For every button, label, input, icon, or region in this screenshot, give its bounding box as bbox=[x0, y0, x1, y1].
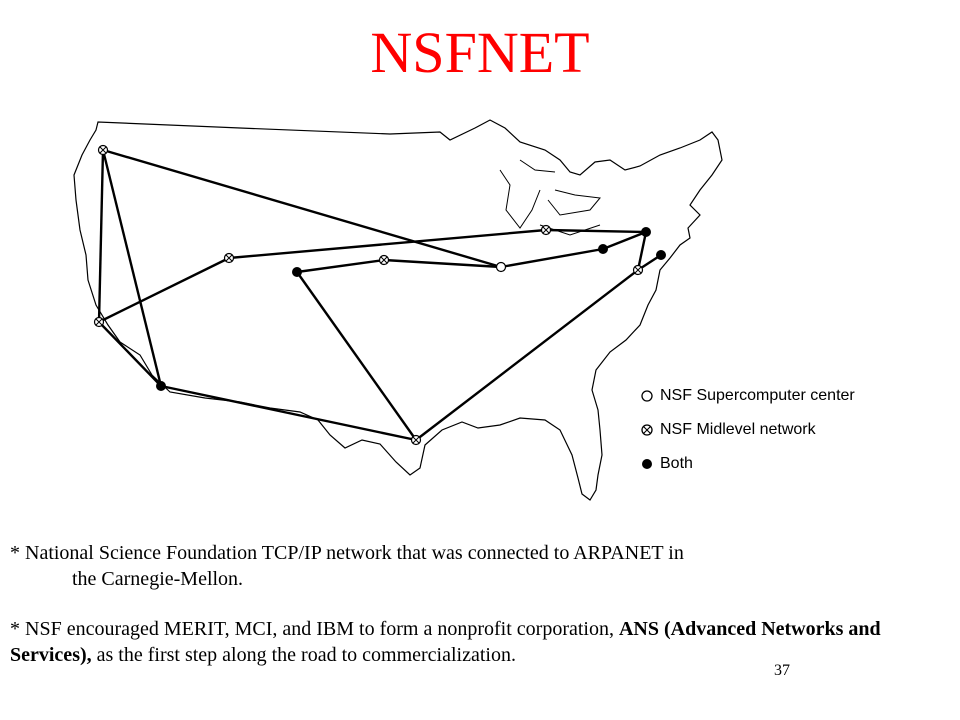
network-node-san-diego bbox=[156, 381, 166, 391]
network-link-palo-alto-san-diego bbox=[98, 321, 162, 387]
bullet-text-suffix: as the first step along the road to comm… bbox=[91, 644, 516, 666]
great-lakes bbox=[499, 159, 601, 236]
network-link-pittsburgh-ithaca bbox=[602, 230, 647, 251]
network-node-lincoln bbox=[378, 254, 390, 266]
open-circle-icon bbox=[641, 390, 653, 402]
legend-item-supercomputer: NSF Supercomputer center bbox=[640, 386, 940, 420]
network-link-salt-lake-ann-arbor bbox=[228, 228, 547, 260]
network-link-houston-college-park bbox=[415, 269, 639, 441]
bullet-line: * National Science Foundation TCP/IP net… bbox=[10, 542, 684, 564]
network-node-pittsburgh bbox=[598, 244, 608, 254]
network-link-seattle-san-diego bbox=[101, 149, 163, 387]
network-link-ithaca-college-park bbox=[636, 231, 648, 271]
network-node-princeton bbox=[656, 250, 666, 260]
network-link-ann-arbor-ithaca bbox=[545, 228, 647, 234]
network-node-college-park bbox=[632, 264, 644, 276]
network-link-palo-alto-salt-lake bbox=[98, 256, 230, 324]
network-link-lincoln-urbana bbox=[383, 258, 502, 269]
network-node-houston bbox=[410, 434, 422, 446]
network-node-ann-arbor bbox=[540, 224, 552, 236]
network-link-san-diego-houston bbox=[160, 384, 417, 442]
network-link-boulder-houston bbox=[296, 271, 417, 441]
network-link-seattle-urbana bbox=[102, 148, 502, 269]
bullet-bold-text: ANS (Advanced Networks and Services), bbox=[10, 618, 881, 666]
bullet-text: * NSF encouraged MERIT, MCI, and IBM to … bbox=[10, 618, 619, 640]
network-link-seattle-palo-alto bbox=[97, 149, 105, 323]
us-outline bbox=[73, 119, 723, 501]
slide-title: NSFNET bbox=[370, 20, 590, 85]
filled-circle-icon bbox=[642, 459, 652, 469]
legend-label: NSF Midlevel network bbox=[660, 421, 816, 438]
legend-label: Both bbox=[660, 455, 693, 472]
bullet-nsfnet-description: * National Science Foundation TCP/IP net… bbox=[10, 540, 940, 592]
bullet-ans-description: * NSF encouraged MERIT, MCI, and IBM to … bbox=[10, 616, 940, 668]
crossed-circle-icon bbox=[641, 424, 653, 436]
legend-item-both: Both bbox=[640, 454, 940, 488]
legend-label: NSF Supercomputer center bbox=[660, 387, 855, 404]
network-links bbox=[97, 148, 662, 442]
legend: NSF Supercomputer center NSF Midlevel ne… bbox=[640, 386, 940, 488]
network-node-palo-alto bbox=[93, 316, 105, 328]
legend-item-midlevel: NSF Midlevel network bbox=[640, 420, 940, 454]
network-node-salt-lake bbox=[223, 252, 235, 264]
network-node-seattle bbox=[97, 144, 109, 156]
page-number: 37 bbox=[774, 662, 790, 679]
network-node-ithaca bbox=[641, 227, 651, 237]
network-node-urbana bbox=[495, 261, 507, 273]
network-link-boulder-lincoln bbox=[296, 258, 385, 274]
network-node-boulder bbox=[292, 267, 302, 277]
network-nodes bbox=[93, 144, 666, 446]
network-link-urbana-pittsburgh bbox=[500, 247, 604, 269]
bullet-line-continued: the Carnegie-Mellon. bbox=[72, 568, 244, 590]
